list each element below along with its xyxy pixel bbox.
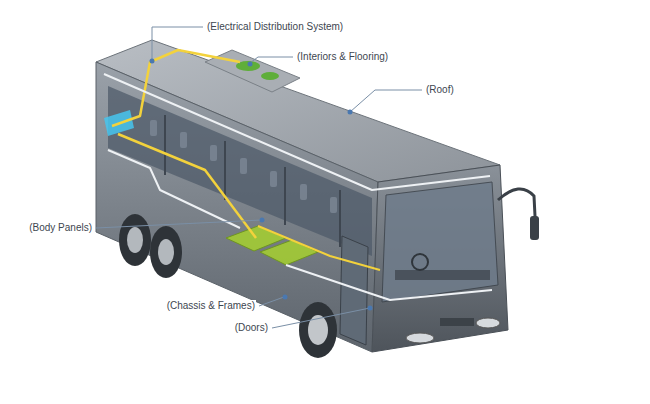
bus-part [260,218,265,223]
bus-part [299,302,337,358]
bus-part [150,226,182,278]
bus-part [283,295,288,300]
callout-label: (Roof) [425,84,455,96]
callout-label: (Electrical Distribution System) [206,21,344,33]
bus-part [259,297,284,306]
bus-part [108,150,240,228]
side-panel [96,62,378,352]
bus-part [300,184,307,200]
bus-part [240,158,247,174]
bus-part [180,132,187,148]
bus-part [164,115,166,175]
bus-part [118,134,256,238]
bus-part [258,226,380,270]
headlight [476,318,500,328]
leader-dots [150,59,373,311]
bus-body [96,40,539,358]
bus-part [412,254,428,270]
wheels [119,214,337,358]
mirror [530,216,539,240]
grille [440,318,474,326]
leader-lines [96,27,422,328]
front-panel [372,165,508,352]
callout-label: (Interiors & Flooring) [296,51,389,63]
bus-part [248,62,253,67]
callout-label: (Body Panels) [28,222,93,234]
bus-part [284,167,286,225]
bus-part [330,197,337,213]
bus-part [308,315,328,345]
bus-part [368,306,373,311]
roof-unit [205,50,300,92]
electrical-wires [104,50,492,300]
bus-part [224,141,226,200]
bus-part [152,27,203,60]
bus-part [104,74,490,190]
bus-part [270,171,277,187]
bus-part [96,220,262,228]
window-pillars [165,115,340,247]
bus-part [286,265,492,300]
roof-unit-fan [261,72,279,80]
bus-part [158,239,174,265]
bus-part [250,57,293,63]
bus-part [260,240,318,265]
bus-part [150,120,157,136]
bus-part [350,90,422,112]
dashboard [395,254,490,280]
bus-part [339,190,341,247]
bus-part [119,214,151,266]
headlight [406,333,434,343]
bus-part [150,59,155,64]
callout-label: (Doors) [234,322,269,334]
bus-part [395,270,490,280]
windshield [382,182,498,302]
bus-part [112,50,240,126]
bus-part [348,110,353,115]
callout-label: (Chassis & Frames) [166,300,256,312]
bus-part [272,308,370,328]
bus-part [210,145,217,161]
bus-part [127,227,143,253]
